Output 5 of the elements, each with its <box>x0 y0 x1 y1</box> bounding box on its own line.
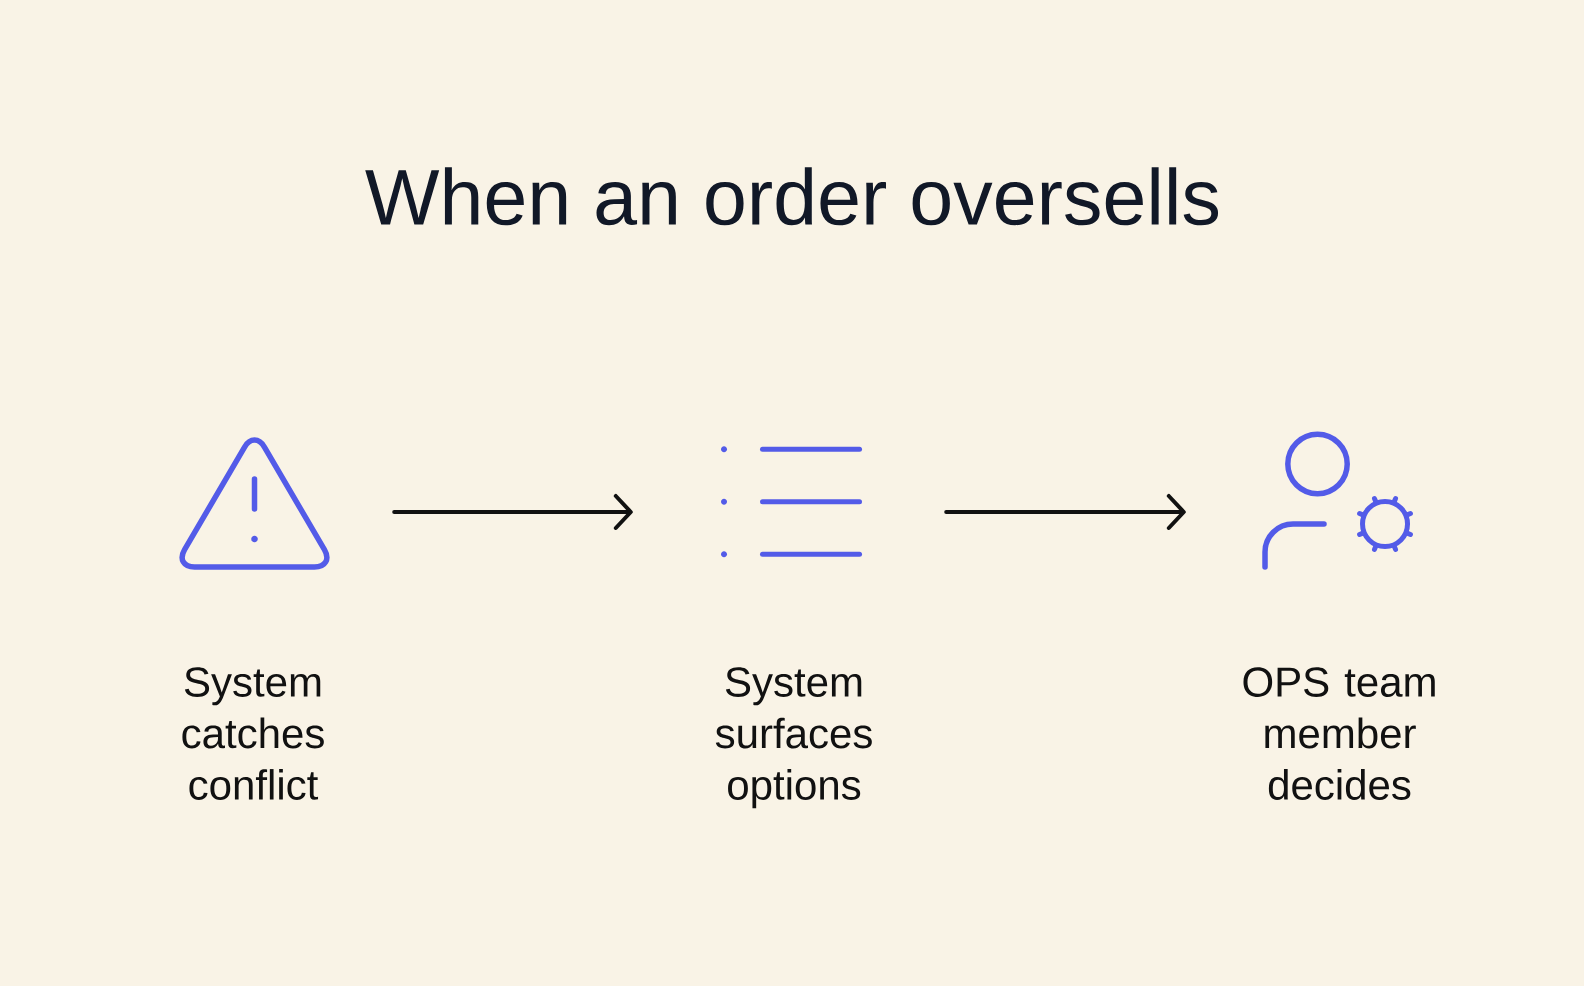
step-caption: System surfaces options <box>715 667 872 809</box>
step-caption: System catches conflict <box>182 667 324 800</box>
arrow <box>944 494 1186 530</box>
step-caption: OPS team member decides <box>1243 667 1435 800</box>
title: When an order oversells <box>365 167 1219 226</box>
